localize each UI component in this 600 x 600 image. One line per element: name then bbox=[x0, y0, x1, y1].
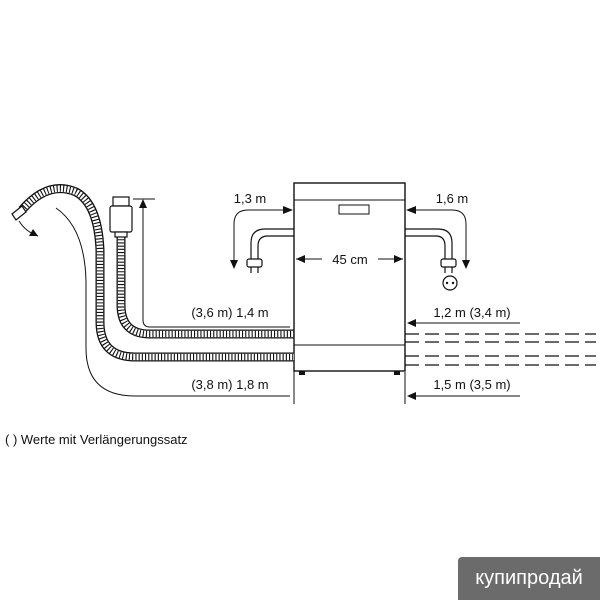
power-socket-icon bbox=[442, 275, 458, 291]
plug-icon bbox=[440, 258, 457, 268]
dishwasher-foot-right bbox=[394, 371, 400, 375]
watermark-logo: купипродай bbox=[458, 557, 600, 600]
right-upper-label: 1,2 m (3,4 m) bbox=[433, 305, 510, 320]
dishwasher bbox=[293, 182, 406, 375]
right-power-cable: 1,6 m bbox=[405, 191, 470, 291]
drain-hose-dimension: (3,6 m) 1,4 m bbox=[133, 198, 295, 332]
footnote: ( ) Werte mit Verlängerungssatz bbox=[5, 432, 188, 447]
hose-end-icon bbox=[11, 205, 27, 221]
width-label: 45 cm bbox=[332, 252, 367, 267]
inlet-hose-dimension: (3,8 m) 1,8 m bbox=[55, 207, 295, 404]
right-lower-label: 1,5 m (3,5 m) bbox=[433, 377, 510, 392]
left-hose-label: 1,3 m bbox=[234, 191, 267, 206]
right-extension-lines bbox=[405, 333, 596, 366]
aquastop-valve-icon bbox=[109, 196, 133, 238]
inlet-hose-label: (3,8 m) 1,8 m bbox=[191, 377, 268, 392]
dishwasher-foot-left bbox=[299, 371, 305, 375]
drain-hose-label: (3,6 m) 1,4 m bbox=[191, 305, 268, 320]
corrugated-hoses bbox=[11, 184, 294, 362]
control-panel-display bbox=[338, 204, 370, 215]
width-dimension: 45 cm bbox=[296, 252, 403, 267]
right-lower-dimension: 1,5 m (3,5 m) bbox=[404, 372, 520, 404]
plug-icon bbox=[246, 258, 263, 268]
left-power-cable: 1,3 m bbox=[230, 191, 294, 273]
right-upper-dimension: 1,2 m (3,4 m) bbox=[407, 305, 520, 327]
right-hose-label: 1,6 m bbox=[436, 191, 469, 206]
